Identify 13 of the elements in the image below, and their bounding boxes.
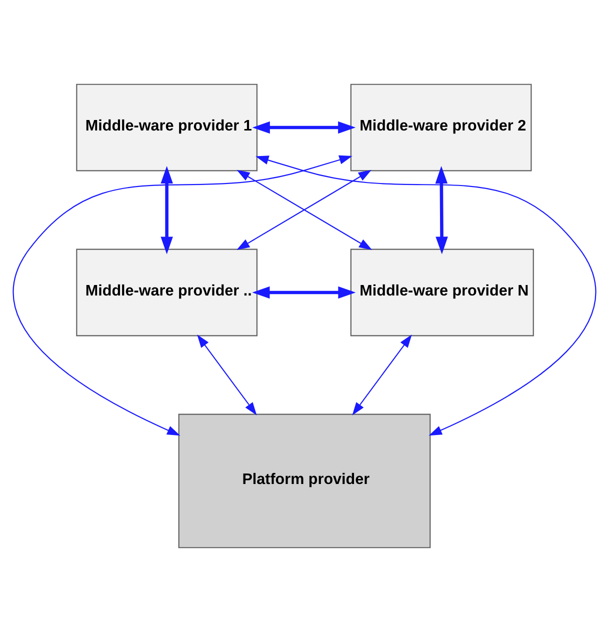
arrow [256,156,596,436]
arrow [252,121,356,134]
arrow [160,166,173,254]
node-box: Middle-ware provider N [350,248,534,336]
arrow [352,334,412,416]
arrow [252,286,356,299]
arrow [197,334,257,416]
arrow [13,155,352,436]
node-box: Platform provider [178,414,431,548]
node-box: Middle-ware provider 1 [76,84,258,172]
node-box: Middle-ware provider .. [76,248,258,336]
arrow [435,166,448,254]
node-box: Middle-ware provider 2 [350,84,532,172]
